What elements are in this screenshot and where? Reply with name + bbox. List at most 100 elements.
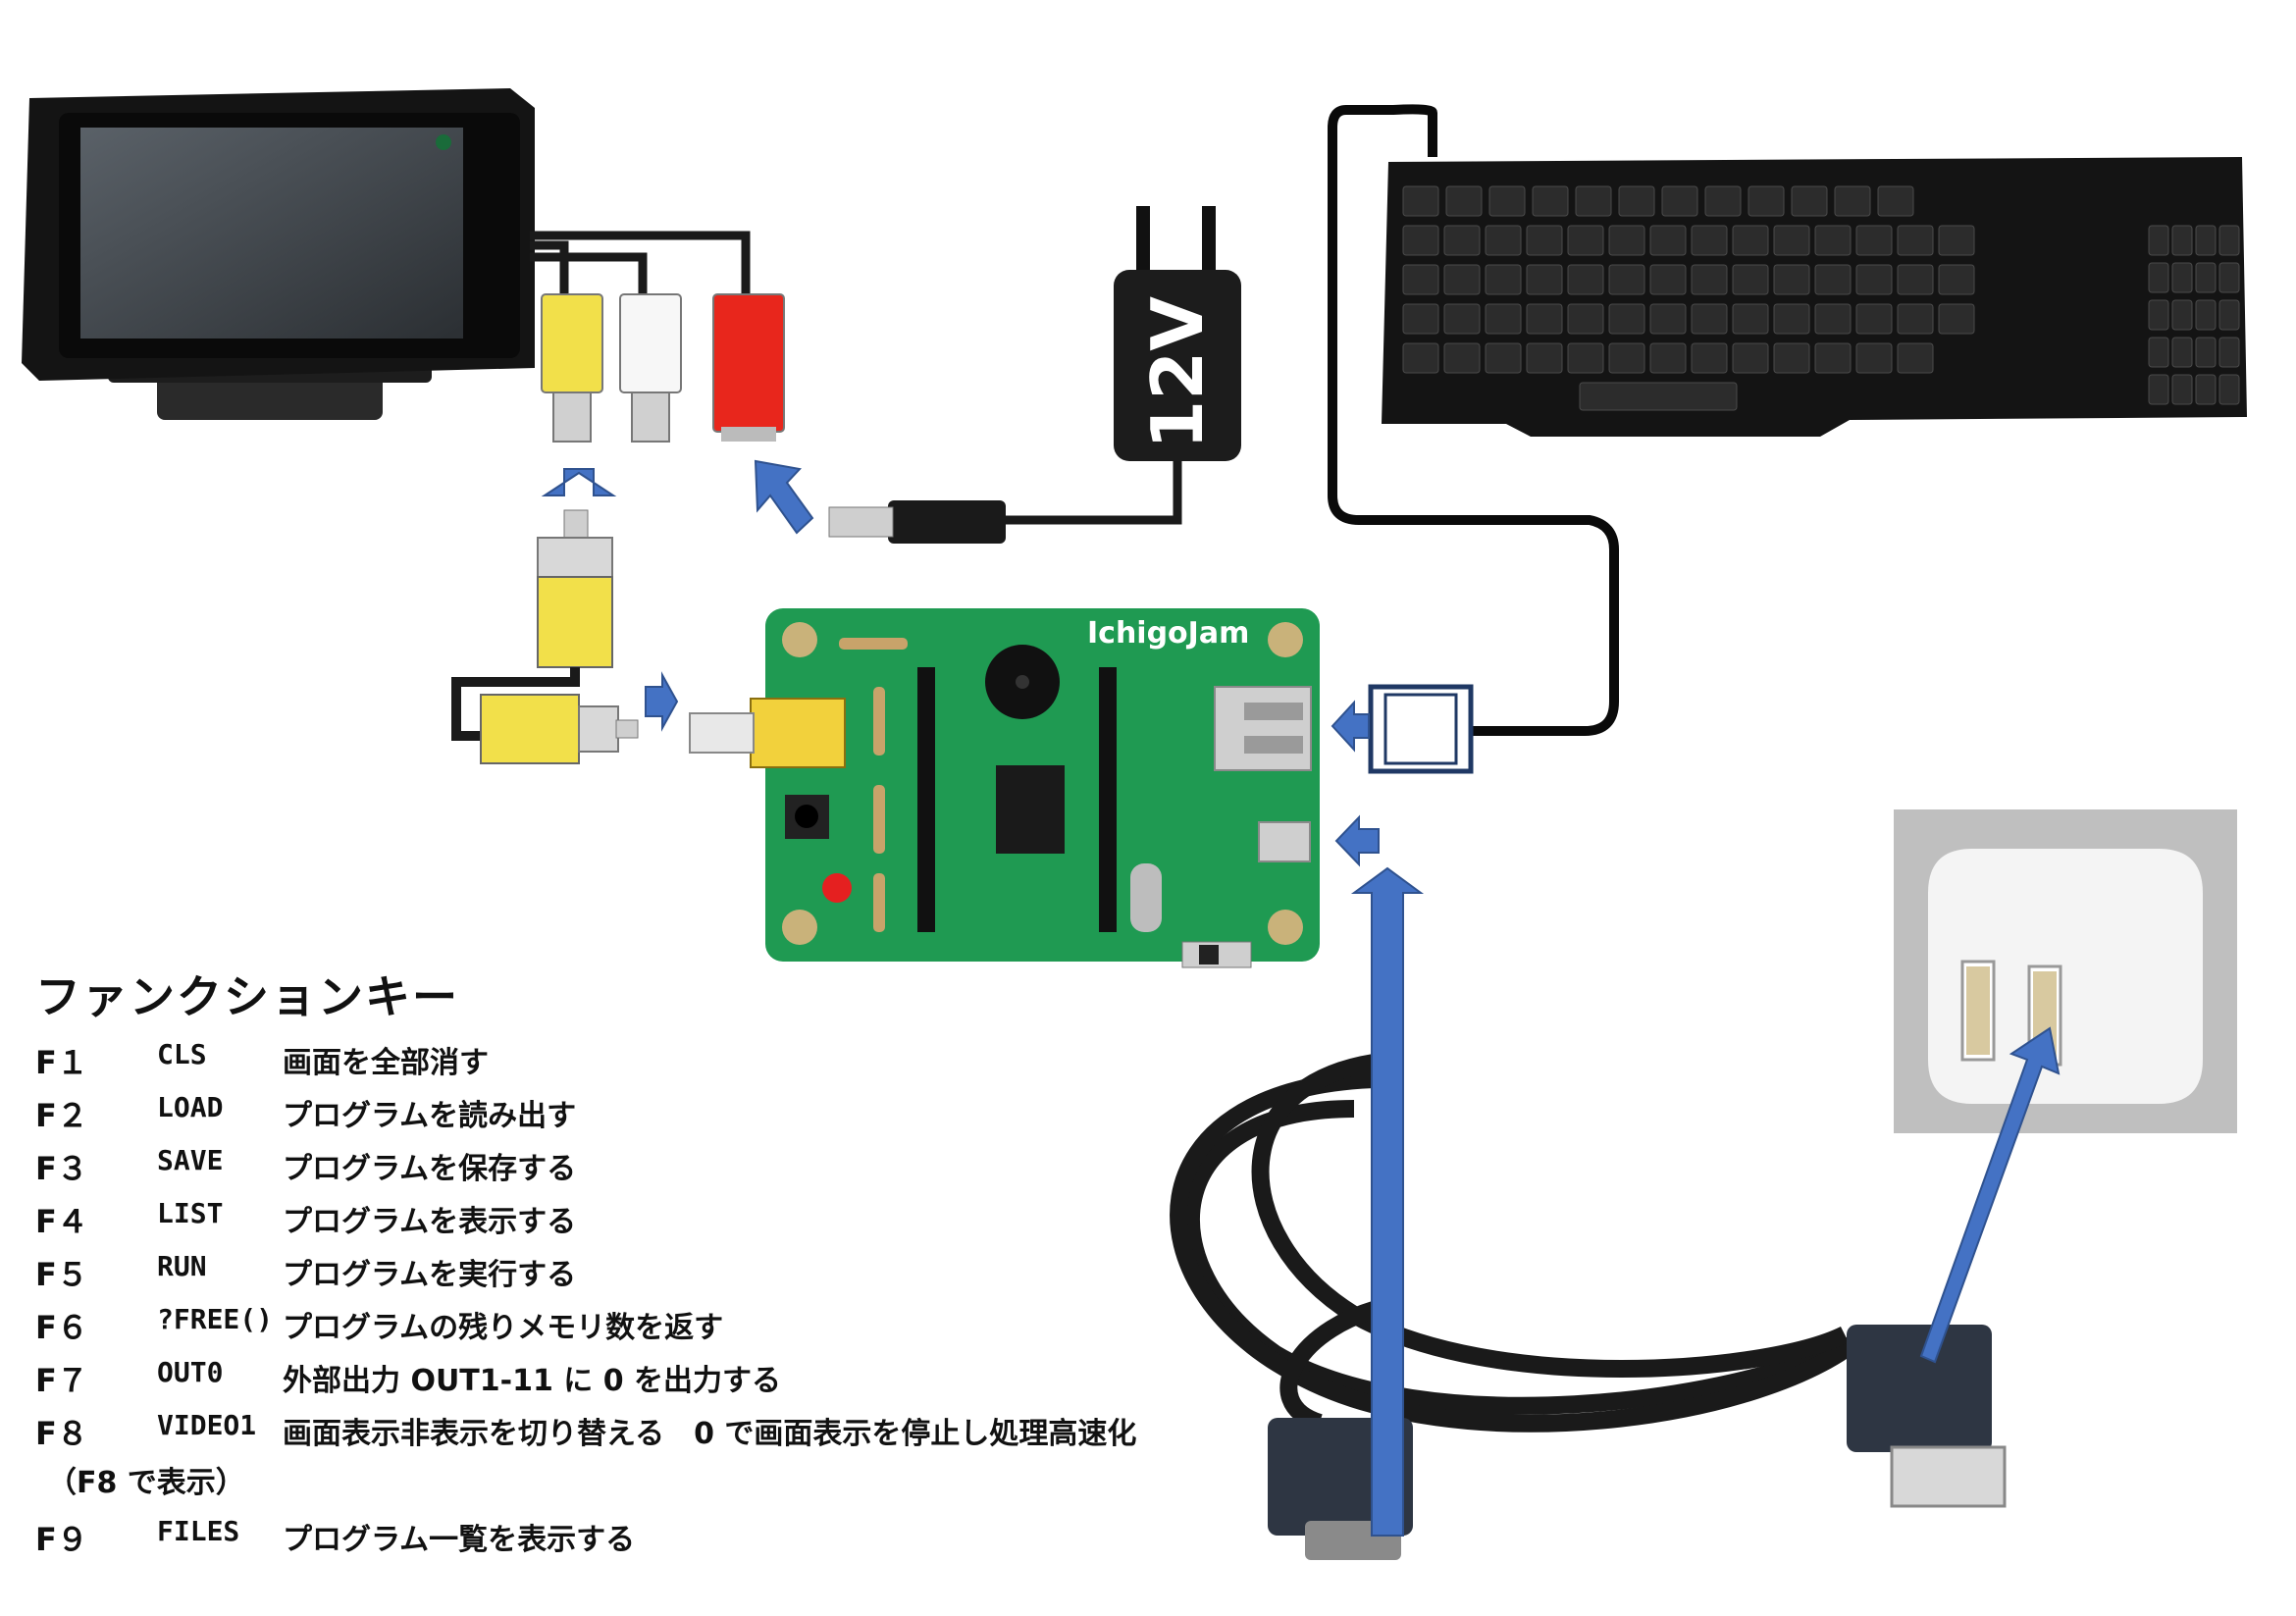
arrows [541,459,2061,1537]
adapter-cable [1001,461,1182,525]
keyboard-key [1855,264,1893,295]
keyboard-key [1488,185,1526,217]
keyboard-key [1691,264,1728,295]
keyboard-numpad-key [2148,374,2169,405]
arrow-right-to-board-rca [645,671,679,732]
keyboard-key [1649,225,1687,256]
keyboard-key [1773,225,1810,256]
keyboard-key [1814,225,1852,256]
keyboard-key [1691,342,1728,374]
keyboard-key [1773,342,1810,374]
keyboard-key [1402,303,1439,335]
keyboard-numpad-key [2148,262,2169,293]
keyboard-key [1773,303,1810,335]
keyboard-key [1402,185,1439,217]
rca-plug-yellow [541,293,603,443]
ichigojam-board: IchigoJam [689,608,1320,968]
keyboard-key [1897,342,1934,374]
arrow-up-right-to-charger [1919,1026,2061,1364]
keyboard-key [1897,264,1934,295]
keyboard-key [1877,185,1914,217]
keyboard-numpad-key [2218,299,2240,331]
power-adapter: 12V [1114,206,1241,461]
keyboard-key [1443,303,1481,335]
arrow-up-right-to-red-jack [754,459,814,535]
keyboard-key [1526,225,1563,256]
usb-connector [1368,684,1474,774]
keyboard-key [1814,342,1852,374]
keyboard-key [1485,264,1522,295]
rca-cable-bundle [530,231,751,294]
keyboard-key [1732,303,1769,335]
keyboard-key [1567,303,1604,335]
keyboard-key [1402,342,1439,374]
keyboard-key [1402,264,1439,295]
keyboard-key [1814,264,1852,295]
arrow-left-to-usb-port [1331,700,1370,753]
arrow-up-to-yellow-jack [541,468,617,496]
keyboard-key [1485,225,1522,256]
keyboard-numpad-key [2218,225,2240,256]
keyboard-key [1608,225,1645,256]
keyboard-key [1791,185,1828,217]
keyboard-key [1526,303,1563,335]
keyboard-cable [1328,104,1619,736]
adapter-voltage-label: 12V [1136,296,1219,449]
keyboard-key [1834,185,1871,217]
keyboard-key [1704,185,1742,217]
arrow-left-to-mini-usb [1334,814,1380,867]
keyboard [1382,157,2247,437]
keyboard-key [1855,342,1893,374]
usb-a-plug [1847,1325,2007,1508]
keyboard-key [1732,225,1769,256]
keyboard-key [1402,225,1439,256]
keyboard-key [1575,185,1612,217]
keyboard-key [1938,264,1975,295]
keyboard-key [1938,225,1975,256]
keyboard-numpad-key [2195,374,2217,405]
keyboard-key [1608,303,1645,335]
rca-plug-red [712,293,785,442]
keyboard-numpad-key [2195,225,2217,256]
usb-cable-coil [1170,1051,1871,1433]
keyboard-numpad-key [2218,374,2240,405]
keyboard-key [1649,264,1687,295]
keyboard-key [1567,225,1604,256]
usb-charger [1894,809,2237,1133]
keyboard-numpad-key [2195,299,2217,331]
keyboard-key [1855,303,1893,335]
keyboard-numpad-key [2148,337,2169,368]
board-brand-label: IchigoJam [1087,616,1249,651]
monitor [22,88,535,420]
keyboard-key [1649,303,1687,335]
keyboard-key [1732,264,1769,295]
keyboard-key [1691,225,1728,256]
keyboard-numpad-key [2171,262,2193,293]
keyboard-numpad-key [2195,262,2217,293]
keyboard-numpad-key [2171,337,2193,368]
keyboard-key [1938,303,1975,335]
keyboard-key [1485,342,1522,374]
keyboard-key [1855,225,1893,256]
keyboard-key [1526,342,1563,374]
keyboard-key [1532,185,1569,217]
keyboard-numpad-key [2218,337,2240,368]
keyboard-numpad-key [2195,337,2217,368]
keyboard-spacebar [1579,382,1738,411]
keyboard-key [1748,185,1785,217]
keyboard-key [1608,264,1645,295]
dc-plug [828,500,1006,544]
keyboard-key [1691,303,1728,335]
keyboard-key [1732,342,1769,374]
keyboard-key [1661,185,1698,217]
keyboard-key [1567,264,1604,295]
keyboard-numpad-key [2171,299,2193,331]
keyboard-key [1897,303,1934,335]
keyboard-key [1814,303,1852,335]
keyboard-numpad-key [2148,225,2169,256]
keyboard-key [1567,342,1604,374]
rca-plug-white [619,293,682,443]
arrow-up-to-mini-usb [1350,866,1425,1537]
keyboard-key [1445,185,1483,217]
